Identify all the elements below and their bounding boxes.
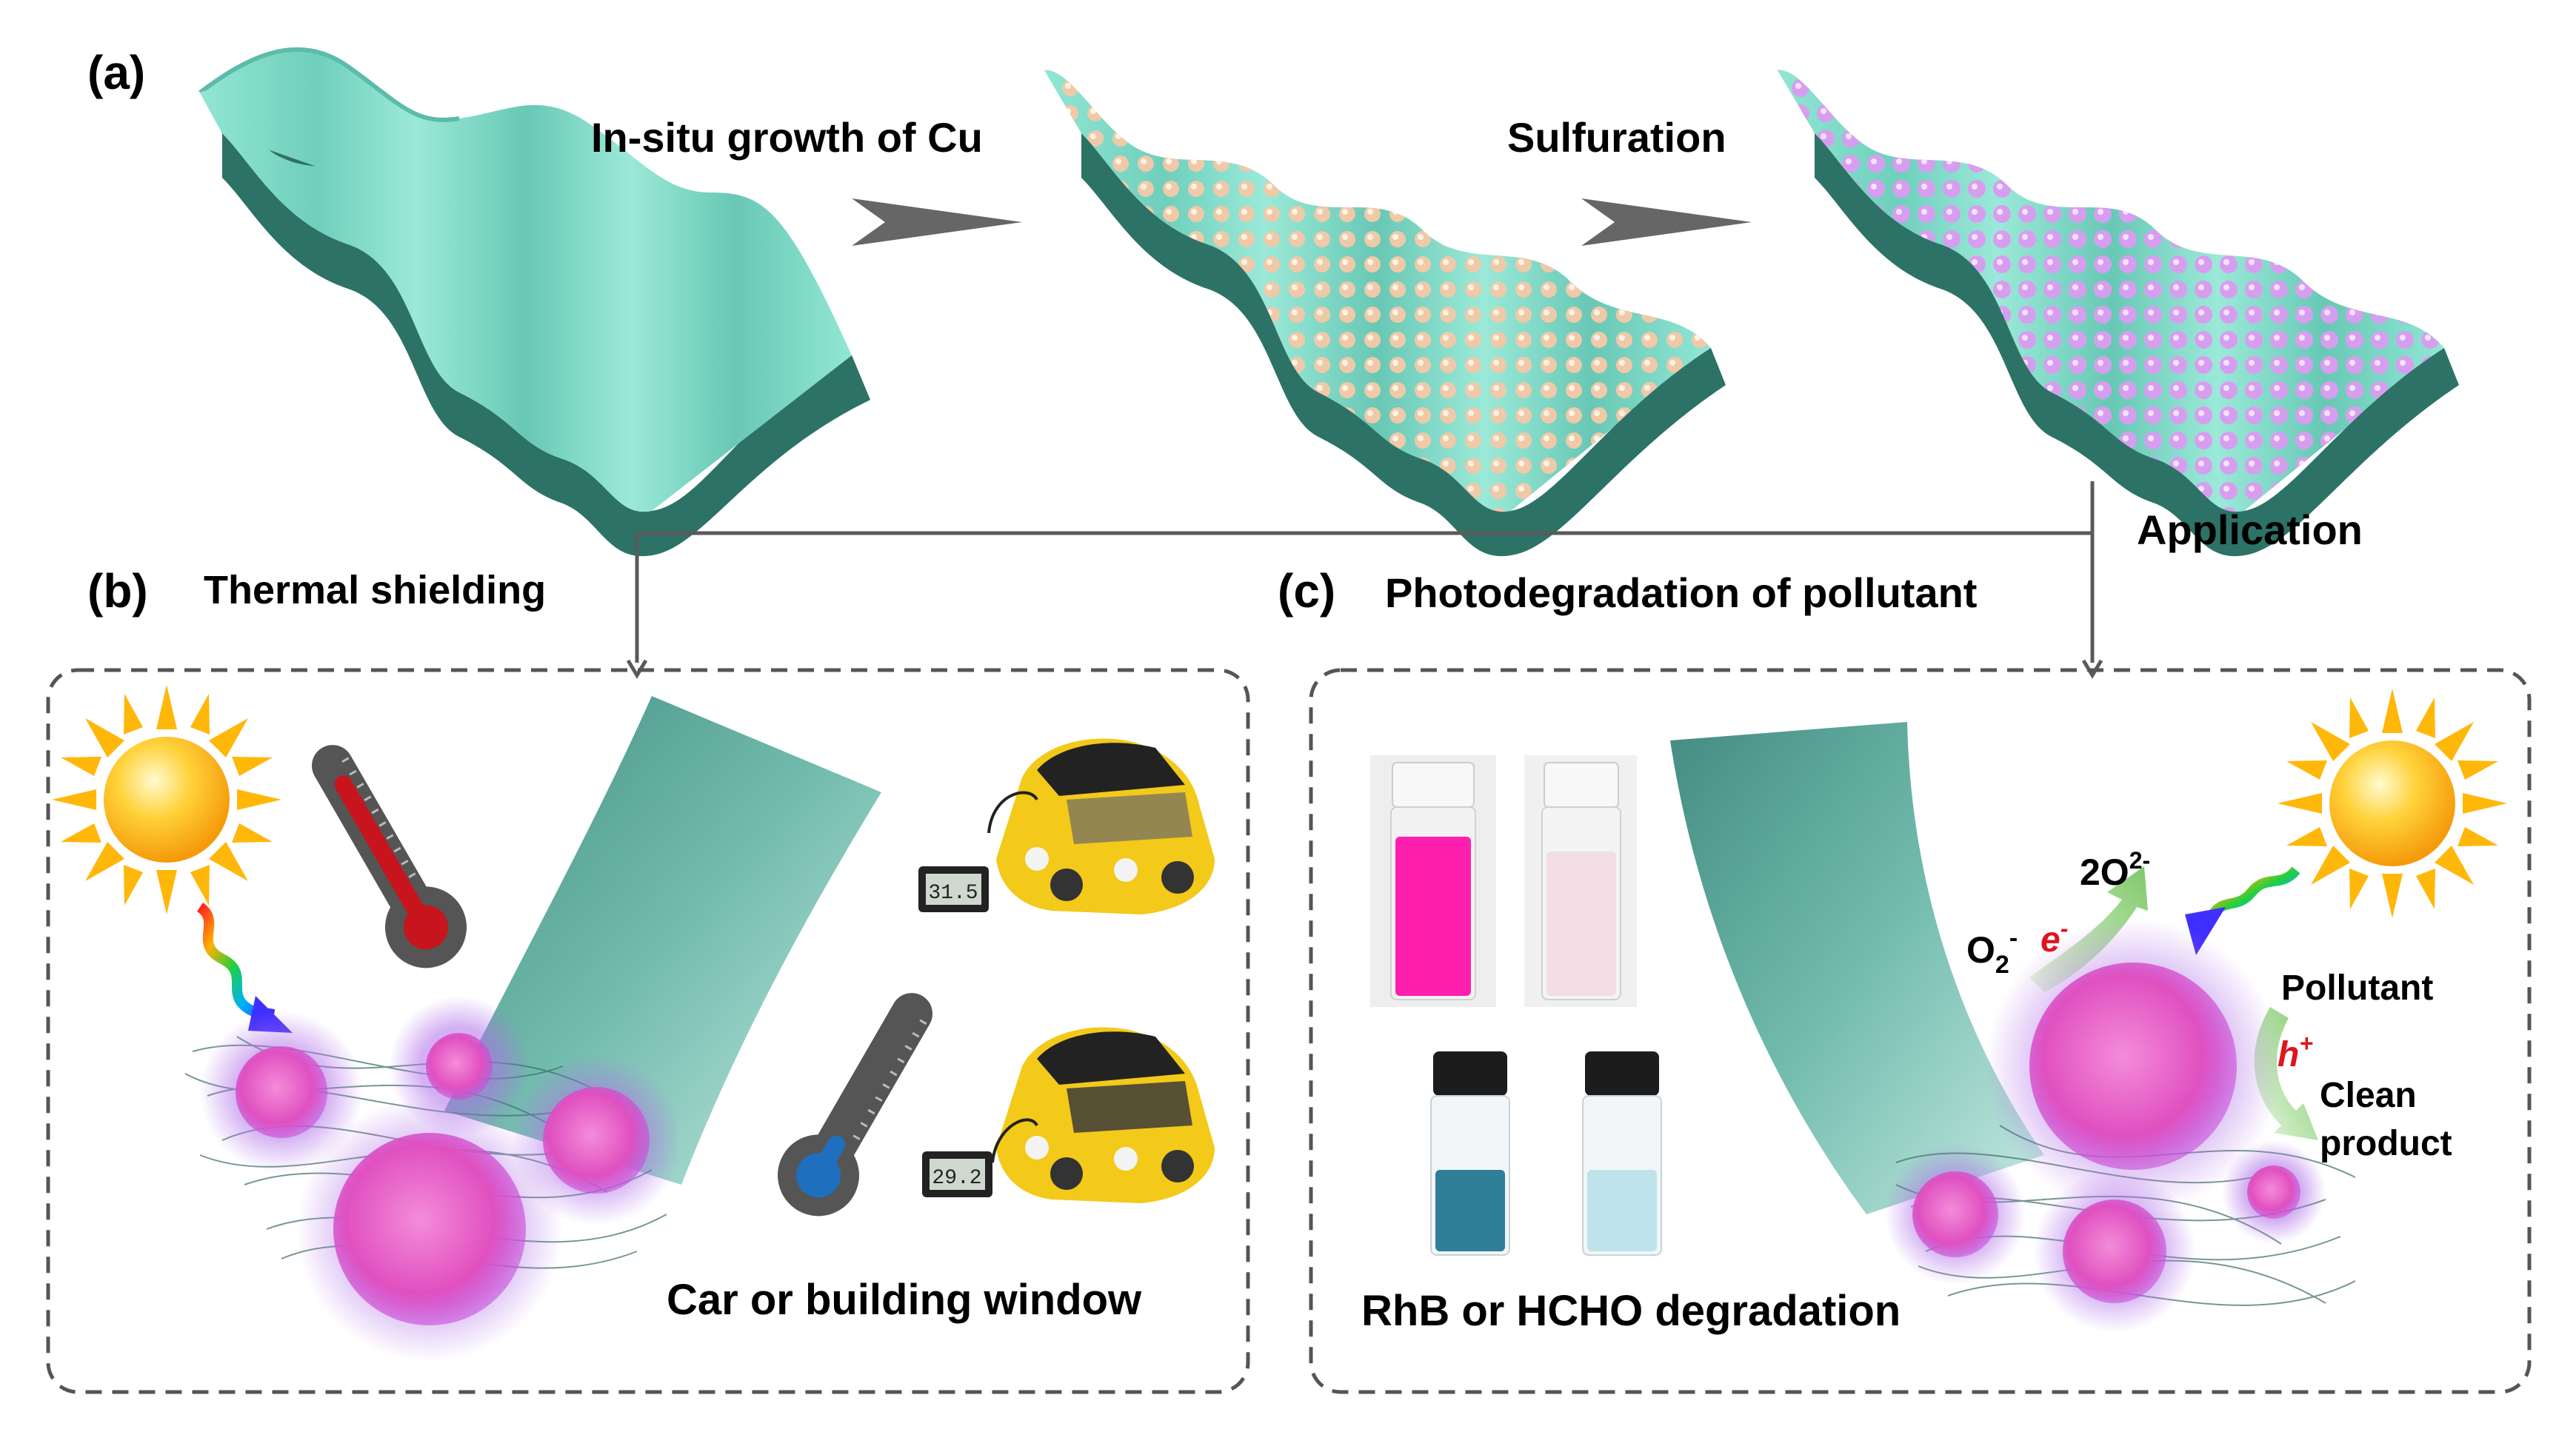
digital-thermometer-display-bottom: 29.2	[922, 1118, 1038, 1197]
panel-c-caption: RhB or HCHO degradation	[1361, 1287, 1901, 1335]
vial-hcho-after	[1582, 1051, 1662, 1256]
panel-c-frame	[1309, 668, 2532, 1394]
o2-label: O2-	[1966, 924, 2018, 979]
hot-thermometer-icon	[312, 745, 467, 968]
branch-arrowhead-left	[626, 659, 648, 679]
superoxide-product-label: 2O2-	[2080, 847, 2150, 893]
light-ray-icon	[196, 903, 276, 1020]
clean-product-label-2: product	[2320, 1124, 2452, 1163]
panel-b-label: (b)	[87, 564, 148, 618]
panel-b-title: Thermal shielding	[204, 568, 546, 612]
curved-film-c	[1670, 722, 2044, 1214]
toy-car-top	[996, 738, 1215, 914]
panel-b-caption: Car or building window	[667, 1276, 1142, 1324]
step2-label: Sulfuration	[1507, 114, 1726, 161]
vial-rhb-before	[1370, 755, 1496, 1007]
sun-icon	[52, 685, 281, 914]
clean-product-label-1: Clean	[2320, 1076, 2417, 1115]
display-reading-top: 31.5	[928, 882, 978, 905]
curved-film-b	[444, 696, 881, 1185]
plain-substrate-sheet	[198, 47, 870, 557]
branch-arrowhead-right	[2081, 659, 2103, 679]
hole-label: h+	[2278, 1030, 2313, 1074]
vial-hcho-before	[1430, 1051, 1510, 1256]
toy-car-bottom	[996, 1027, 1215, 1203]
step1-label: In-situ growth of Cu	[591, 114, 983, 161]
vial-rhb-after	[1524, 755, 1637, 1007]
cus-coated-sheet	[1778, 70, 2459, 557]
nanoparticle-cluster-b	[184, 996, 681, 1362]
cool-thermometer-icon	[778, 993, 932, 1217]
panel-c-label: (c)	[1278, 564, 1335, 618]
process-arrow-2	[1581, 198, 1752, 246]
digital-thermometer-display-top: 31.5	[918, 791, 1038, 912]
cu-coated-sheet	[1044, 70, 1726, 557]
nanoparticle-cluster-c	[1885, 918, 2356, 1333]
application-branch-lines	[635, 481, 2095, 663]
panel-a-label: (a)	[87, 46, 145, 99]
process-arrow-1	[852, 198, 1022, 246]
application-label: Application	[2137, 506, 2363, 553]
panel-b-frame	[46, 668, 1250, 1394]
display-reading-bottom: 29.2	[932, 1167, 981, 1190]
panel-c-title: Photodegradation of pollutant	[1385, 569, 1977, 616]
light-ray-icon-c	[2206, 866, 2300, 921]
sun-icon-c	[2278, 689, 2507, 918]
pollutant-label: Pollutant	[2281, 968, 2433, 1008]
